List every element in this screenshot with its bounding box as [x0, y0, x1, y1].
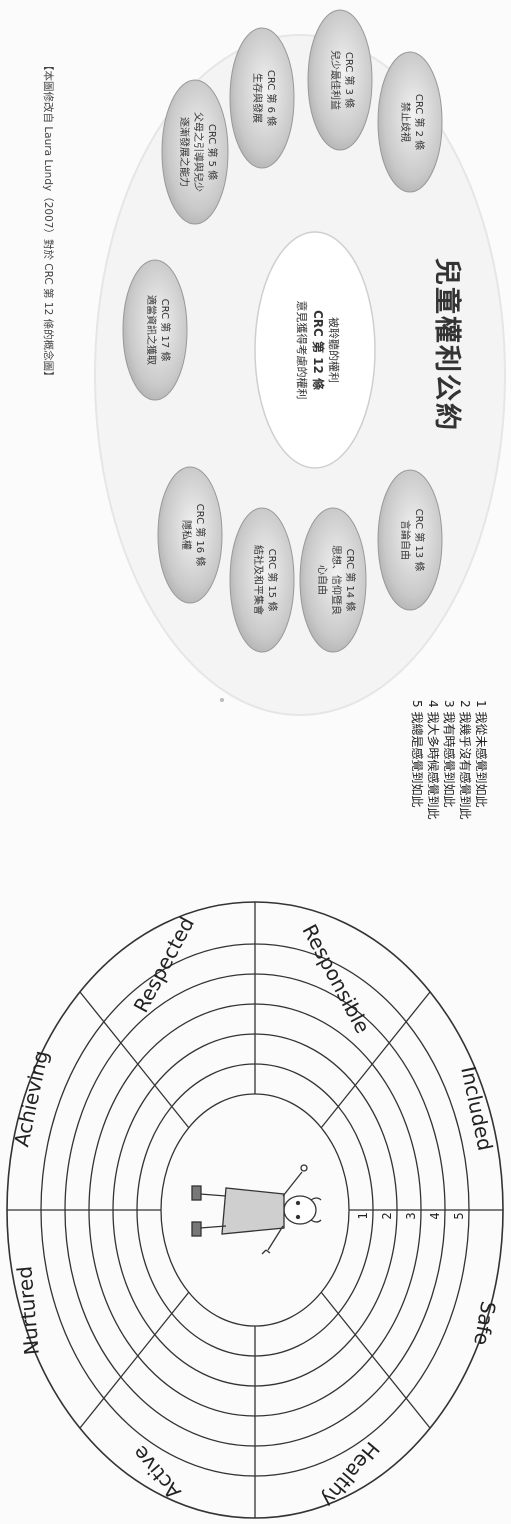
crc-bubble-art2: CRC 第 2 條 禁止歧視: [377, 51, 443, 193]
crc-bubble-art6: CRC 第 6 條 生存與發展: [229, 27, 295, 169]
svg-text:思想、信仰暨良: 思想、信仰暨良: [330, 545, 343, 615]
wheel-legend: 1 我從未感覺到如此 2 我幾乎沒有感覺到此 3 我有時感覺到如此 4 我大多時…: [410, 700, 489, 819]
legend-item-1: 1 我從未感覺到如此: [474, 700, 489, 807]
svg-text:CRC 第 2 條: CRC 第 2 條: [413, 94, 426, 150]
wheel-scale: 1 2 3 4 5: [356, 1212, 466, 1219]
svg-text:逐漸發展之能力: 逐漸發展之能力: [178, 117, 191, 187]
svg-text:隱私權: 隱私權: [180, 520, 193, 550]
crc-bubble-art16: CRC 第 16 條 隱私權: [157, 466, 223, 604]
crc-bubble-art17: CRC 第 17 條 適當資訊之獲取: [122, 259, 188, 401]
svg-text:父母之引導與兒少: 父母之引導與兒少: [192, 112, 205, 192]
legend-item-2: 2 我幾乎沒有感覺到此: [458, 700, 473, 819]
svg-text:生存與發展: 生存與發展: [251, 73, 264, 123]
svg-text:結社及和平集會: 結社及和平集會: [252, 545, 265, 615]
svg-text:CRC 第 13 條: CRC 第 13 條: [413, 509, 426, 572]
crc-source-note: 【本圖修改自 Laura Lundy（2007）對於 CRC 第 12 條的概念…: [42, 60, 55, 382]
svg-text:言論自由: 言論自由: [399, 520, 412, 560]
crc-center-line2: CRC 第 12 條: [311, 310, 326, 391]
crc-bubble-art5: CRC 第 5 條 父母之引導與兒少 逐漸發展之能力: [161, 79, 229, 225]
svg-text:CRC 第 6 條: CRC 第 6 條: [265, 70, 278, 126]
svg-text:CRC 第 3 條: CRC 第 3 條: [343, 52, 356, 108]
stray-mark: [220, 698, 224, 702]
segment-safe: Safe: [469, 1299, 500, 1347]
svg-text:兒少最佳利益: 兒少最佳利益: [329, 50, 342, 110]
segment-nurtured: Nurtured: [12, 1265, 44, 1356]
segment-respected: Respected: [129, 913, 199, 1017]
svg-text:CRC 第 15 條: CRC 第 15 條: [266, 549, 279, 612]
svg-text:禁止歧視: 禁止歧視: [399, 102, 412, 142]
svg-text:3: 3: [404, 1212, 418, 1219]
svg-text:5: 5: [452, 1212, 466, 1219]
crc-bubble-art15: CRC 第 15 條 結社及和平集會: [229, 507, 295, 653]
child-figure-icon: [191, 1164, 322, 1255]
crc-diagram: 兒童權利公約 被聆聽的權利 CRC 第 12 條 意見獲得考慮的權利 CRC 第…: [42, 9, 506, 716]
crc-center-bubble: 被聆聽的權利 CRC 第 12 條 意見獲得考慮的權利: [254, 231, 376, 469]
wellbeing-wheel: 1 我從未感覺到如此 2 我幾乎沒有感覺到此 3 我有時感覺到如此 4 我大多時…: [6, 700, 504, 1519]
svg-text:2: 2: [380, 1212, 394, 1219]
crc-title: 兒童權利公約: [431, 258, 463, 432]
legend-item-3: 3 我有時感覺到如此: [442, 700, 457, 807]
segment-responsible: Responsible: [297, 920, 374, 1037]
crc-center-line1: 被聆聽的權利: [327, 317, 341, 383]
segment-active: Active: [128, 1441, 186, 1504]
svg-text:4: 4: [428, 1212, 442, 1219]
legend-item-4: 4 我大多時候感覺到此: [426, 700, 441, 819]
wheel-spokes: [7, 902, 503, 1518]
svg-text:CRC 第 5 條: CRC 第 5 條: [206, 124, 219, 180]
crc-bubble-art14: CRC 第 14 條 思想、信仰暨良 心自由: [299, 507, 367, 653]
svg-text:1: 1: [356, 1212, 370, 1219]
segment-achieving: Achieving: [9, 1048, 53, 1148]
crc-bubble-art13: CRC 第 13 條 言論自由: [377, 469, 443, 611]
svg-text:適當資訊之獲取: 適當資訊之獲取: [145, 295, 158, 365]
svg-text:CRC 第 17 條: CRC 第 17 條: [159, 299, 172, 362]
crc-bubble-art3: CRC 第 3 條 兒少最佳利益: [307, 9, 373, 151]
legend-item-5: 5 我總是感覺到如此: [410, 700, 425, 807]
segment-included: Included: [456, 1064, 497, 1153]
svg-text:心自由: 心自由: [316, 565, 329, 595]
svg-text:CRC 第 16 條: CRC 第 16 條: [194, 504, 207, 567]
svg-text:CRC 第 14 條: CRC 第 14 條: [344, 549, 357, 612]
crc-center-line3: 意見獲得考慮的權利: [295, 301, 309, 400]
